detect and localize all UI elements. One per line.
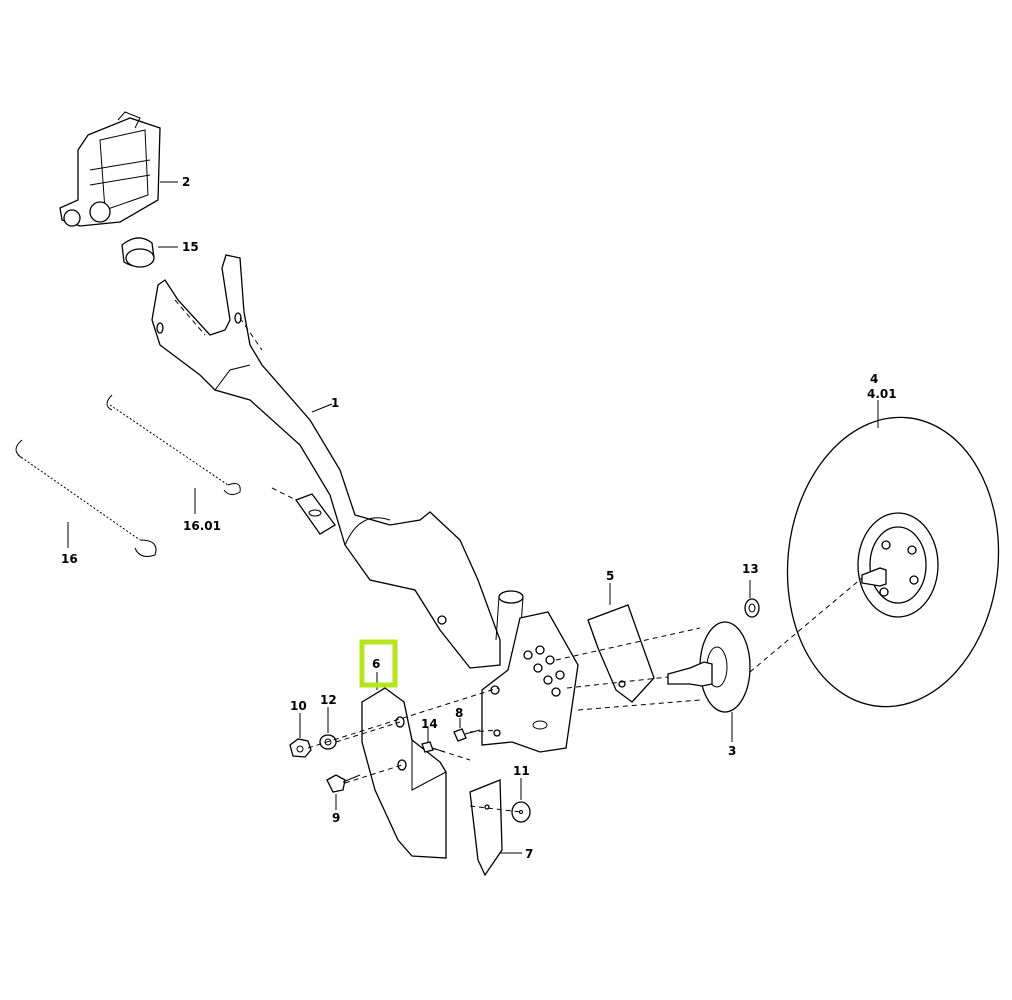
part-9-bolt[interactable] — [326, 774, 361, 793]
part-6-side-guard[interactable] — [361, 687, 447, 859]
part-8-bolt[interactable] — [453, 728, 481, 742]
arm-slot-plate — [294, 493, 336, 535]
part-1-main-arm[interactable] — [151, 254, 524, 669]
part-15-bushing[interactable] — [121, 237, 155, 268]
callout-7: 7 — [525, 847, 533, 861]
part-11-washer[interactable] — [511, 801, 531, 823]
callout-3: 3 — [728, 744, 736, 758]
callout-16: 16 — [61, 552, 78, 566]
part-13-washer[interactable] — [744, 598, 760, 618]
callout-2: 2 — [182, 175, 190, 189]
callout-15: 15 — [182, 240, 199, 254]
assembly-lines — [307, 577, 863, 813]
callout-10: 10 — [290, 699, 307, 713]
part-14-bolt[interactable] — [421, 741, 446, 753]
callout-4-01: 4.01 — [867, 387, 897, 401]
part-2-mount-bracket[interactable] — [59, 111, 161, 227]
callout-5: 5 — [606, 569, 614, 583]
callout-11: 11 — [513, 764, 530, 778]
callout-4: 4 — [870, 372, 878, 386]
callout-14: 14 — [421, 717, 438, 731]
callout-13: 13 — [742, 562, 759, 576]
part-5-scraper[interactable] — [587, 604, 655, 703]
part-7-blade[interactable] — [469, 779, 503, 877]
part-10-nut[interactable] — [289, 738, 312, 758]
callout-12: 12 — [320, 693, 337, 707]
part-16-01-spring[interactable] — [106, 394, 241, 496]
callout-16-01: 16.01 — [183, 519, 221, 533]
callout-6: 6 — [372, 657, 380, 671]
callout-1: 1 — [331, 396, 339, 410]
callout-9: 9 — [332, 811, 340, 825]
disc-hub-bracket-plate — [481, 611, 579, 753]
part-4-disc[interactable] — [773, 407, 1012, 717]
part-3-hub[interactable] — [667, 621, 751, 713]
part-16-spring[interactable] — [15, 439, 157, 557]
callout-8: 8 — [455, 706, 463, 720]
highlight-box — [359, 639, 398, 688]
